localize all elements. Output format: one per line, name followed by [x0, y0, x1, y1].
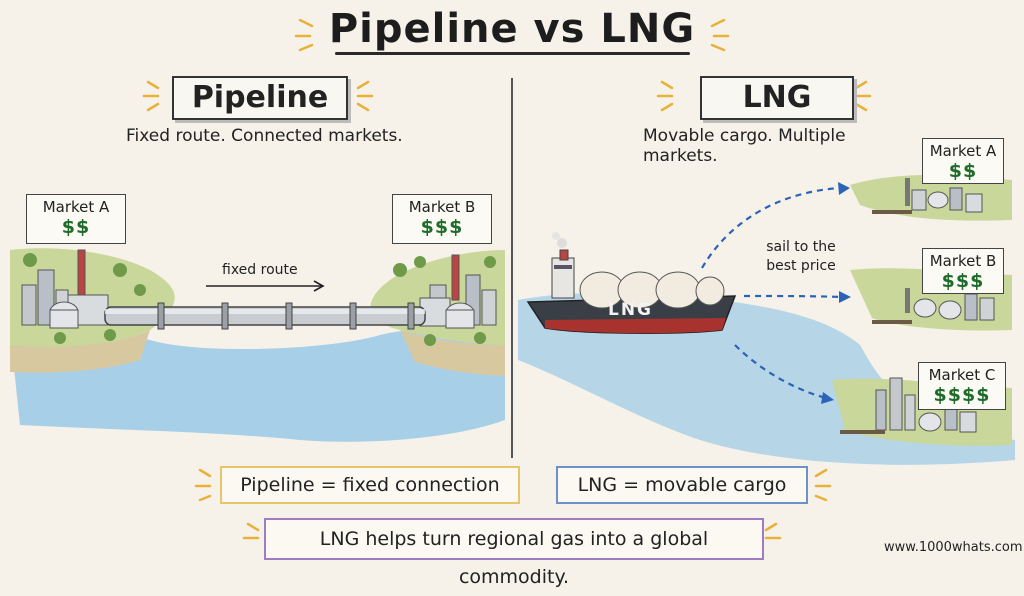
sail-label-line2: best price: [766, 258, 836, 274]
route-arrowheads: [821, 182, 851, 404]
market-price: $$: [61, 216, 91, 238]
tree-icons: [23, 253, 496, 346]
left-city-icon: [21, 249, 109, 329]
market-price: $$: [948, 160, 978, 182]
lng-subtitle: Movable cargo. Multiple markets.: [643, 126, 846, 166]
market-price: $$$: [941, 270, 985, 292]
credit-text: www.1000whats.com: [884, 540, 1023, 555]
ship-label: LNG: [608, 300, 654, 320]
market-price: $$$$: [933, 384, 991, 406]
market-price: $$$: [420, 216, 464, 238]
lng-market-a: Market A $$: [922, 138, 1004, 184]
route-arrows: [701, 186, 843, 400]
market-name: Market A: [929, 142, 997, 160]
market-name: Market A: [42, 198, 110, 216]
pipeline-heading: Pipeline: [172, 76, 348, 120]
fixed-route-label: fixed route: [222, 262, 298, 278]
lng-ship-icon: [526, 232, 737, 334]
lng-summary: LNG = movable cargo: [556, 466, 808, 504]
pipeline-icon: [104, 302, 426, 330]
title-underline: [335, 52, 690, 55]
sail-label: sail to the best price: [756, 238, 846, 276]
market-name: Market B: [408, 198, 476, 216]
lng-heading: LNG: [700, 76, 854, 120]
pipeline-summary: Pipeline = fixed connection: [220, 466, 520, 504]
pipeline-market-a: Market A $$: [26, 194, 126, 244]
center-divider: [511, 78, 513, 458]
sail-label-line1: sail to the: [766, 239, 836, 255]
lng-market-b: Market B $$$: [922, 248, 1004, 294]
page-title: Pipeline vs LNG: [328, 6, 696, 52]
fixed-route-arrow: [206, 280, 325, 292]
market-name: Market B: [929, 252, 997, 270]
pipeline-market-b: Market B $$$: [392, 194, 492, 244]
conclusion-summary: LNG helps turn regional gas into a globa…: [264, 518, 764, 588]
lng-market-c: Market C $$$$: [918, 362, 1006, 410]
sparkle-icons: [142, 18, 872, 540]
illustration: [10, 18, 1015, 540]
pipeline-subtitle: Fixed route. Connected markets.: [126, 126, 403, 146]
market-name: Market C: [928, 366, 996, 384]
port-a-icon: [850, 175, 1012, 221]
